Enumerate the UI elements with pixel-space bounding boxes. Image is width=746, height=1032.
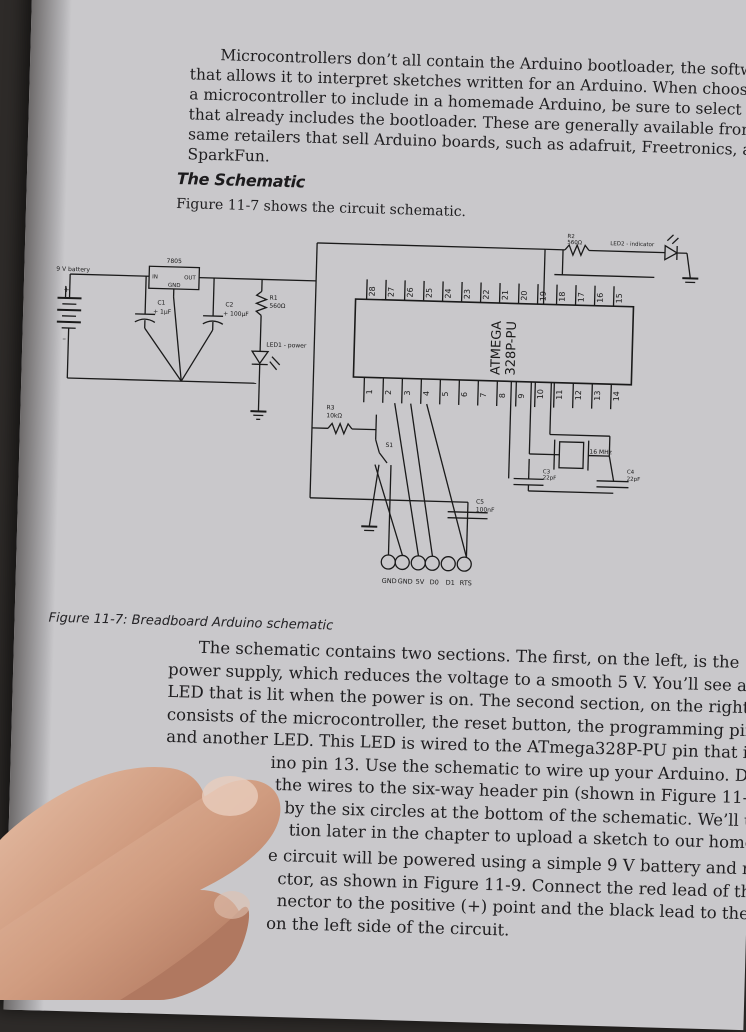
chip-pin-label: 12	[574, 390, 583, 400]
chip-pin-label: 4	[422, 391, 431, 396]
chip-pin-label: 27	[387, 287, 396, 297]
c2-value: + 100µF	[223, 310, 249, 318]
led2-label: LED2 - indicator	[610, 241, 655, 248]
chip-pin-label: 22	[482, 289, 491, 299]
chip-pin-label: 1	[365, 389, 374, 394]
r2-value: 560Ω	[567, 240, 582, 246]
header-label-5v: 5V	[416, 578, 425, 586]
battery-plus-label: +	[64, 286, 70, 294]
battery-label: 9 V battery	[56, 266, 90, 274]
crystal-label: 16 MHz	[589, 449, 612, 457]
figure-caption: Figure 11-7: Breadboard Arduino schemati…	[48, 611, 333, 634]
chip-pin-label: 19	[539, 291, 548, 301]
chip-pin-label: 25	[425, 288, 434, 298]
chip-pin-label: 7	[479, 392, 488, 397]
chip-pin-label: 28	[368, 286, 377, 296]
header-label-rts: RTS	[460, 579, 472, 587]
final-paragraph: e circuit will be powered using a simple…	[196, 843, 746, 950]
chip-name-line2: 328P-PU	[504, 321, 521, 376]
led1-label: LED1 - power	[266, 342, 307, 350]
book-page: Microcontrollers don’t all contain the A…	[4, 0, 746, 1030]
circuit-schematic: 9 V battery + – 7805 IN OUT GND C1 + 1µF…	[45, 216, 715, 614]
header-label-d1: D1	[446, 579, 455, 587]
regulator-in-label: IN	[152, 274, 158, 280]
figure-intro-text: Figure 11-7 shows the circuit schematic.	[176, 196, 466, 220]
intro-paragraph: Microcontrollers don’t all contain the A…	[217, 45, 746, 181]
header-label-gnd-1: GND	[382, 577, 397, 585]
battery-minus-label: –	[62, 335, 66, 343]
body-paragraph: The schematic contains two sections. The…	[193, 637, 746, 856]
chip-name-line1: ATMEGA	[489, 321, 506, 376]
chip-pin-label: 21	[501, 290, 510, 300]
regulator-label: 7805	[166, 258, 182, 265]
c4-label: C4	[627, 470, 635, 476]
c4-value: 22pF	[627, 477, 641, 483]
chip-pin-label: 26	[406, 287, 415, 297]
c5-value: 100nF	[476, 506, 495, 514]
r1-value: 560Ω	[269, 303, 286, 310]
section-heading: The Schematic	[177, 169, 306, 192]
header-label-gnd-2: GND	[398, 577, 413, 585]
chip-pin-label: 10	[536, 389, 545, 399]
chip-pin-label: 5	[441, 391, 450, 396]
c2-label: C2	[225, 301, 233, 308]
chip-pin-label: 23	[463, 289, 472, 299]
chip-pin-label: 20	[520, 290, 529, 300]
chip-pin-label: 2	[384, 390, 393, 395]
c5-label: C5	[476, 498, 484, 505]
chip-pin-label: 11	[555, 389, 564, 399]
chip-pin-label: 9	[517, 393, 526, 398]
regulator-out-label: OUT	[184, 275, 197, 281]
chip-pin-label: 17	[577, 292, 586, 302]
chip-pin-label: 13	[593, 390, 602, 400]
r3-label: R3	[326, 404, 334, 411]
c1-value: + 1µF	[153, 308, 172, 316]
chip-pin-label: 8	[498, 393, 507, 398]
s1-label: S1	[385, 442, 393, 449]
c3-value: 22pF	[543, 475, 557, 481]
chip-pin-label: 6	[460, 392, 469, 397]
header-label-d0: D0	[430, 578, 439, 586]
chip-pin-label: 16	[596, 293, 605, 303]
r1-label: R1	[269, 295, 277, 302]
chip-pin-label: 15	[615, 293, 624, 303]
chip-pin-label: 24	[444, 288, 453, 298]
chip-pin-label: 14	[612, 391, 621, 401]
regulator-gnd-label: GND	[168, 283, 181, 289]
chip-pin-label: 3	[403, 390, 412, 395]
r3-value: 10kΩ	[326, 412, 342, 419]
c1-label: C1	[157, 299, 165, 306]
chip-pin-label: 18	[558, 291, 567, 301]
